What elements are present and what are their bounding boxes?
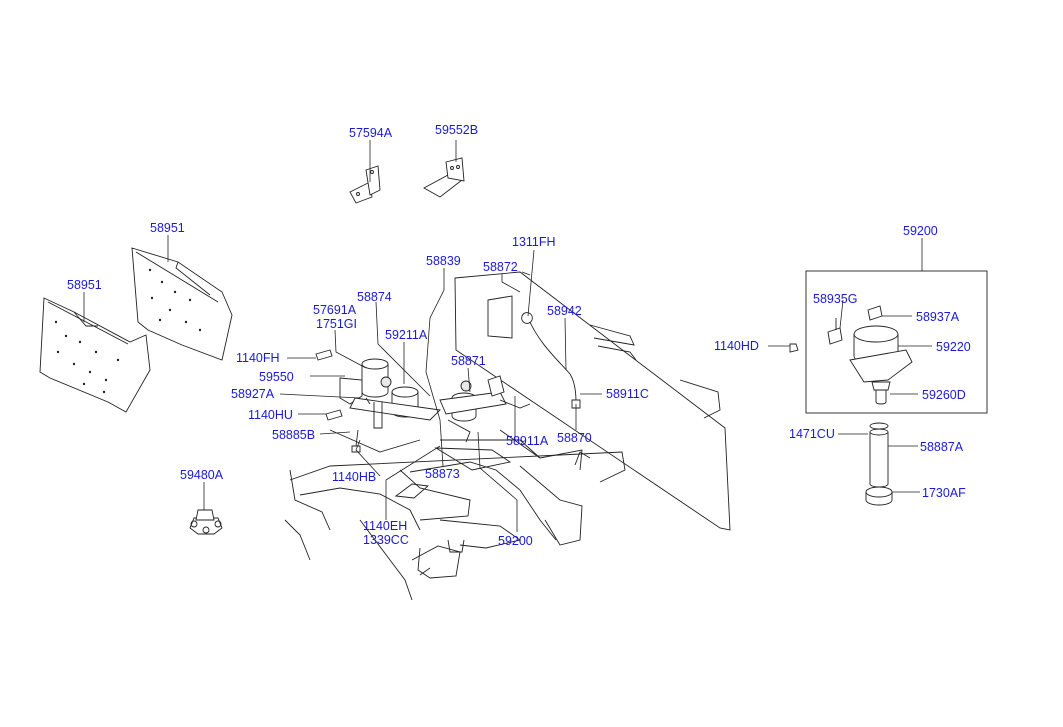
label-1751GI[interactable]: 1751GI [316, 317, 357, 331]
label-59211A[interactable]: 59211A [385, 328, 428, 342]
label-59480A[interactable]: 59480A [180, 468, 224, 482]
bulkhead-panel-drawing [454, 271, 731, 531]
bracket-57594A-drawing [349, 165, 381, 204]
label-59550[interactable]: 59550 [259, 370, 294, 384]
label-58942[interactable]: 58942 [547, 304, 582, 318]
label-58927A[interactable]: 58927A [231, 387, 275, 401]
label-58911A[interactable]: 58911A [506, 434, 549, 448]
part-59480A-drawing [189, 509, 223, 535]
leader-lines [83, 140, 932, 532]
reservoir-assy-box-drawing [789, 270, 988, 414]
label-58871[interactable]: 58871 [451, 354, 486, 368]
label-1140HB[interactable]: 1140HB [332, 470, 376, 484]
label-57594A[interactable]: 57594A [349, 126, 393, 140]
label-1140HD[interactable]: 1140HD [714, 339, 759, 353]
label-58839[interactable]: 58839 [426, 254, 461, 268]
chassis-frame-drawing [284, 324, 721, 601]
label-59200-box[interactable]: 59200 [903, 224, 938, 238]
label-58937A[interactable]: 58937A [916, 310, 960, 324]
part-labels: 57594A 59552B 58951 58951 1311FH 58839 5… [67, 123, 971, 548]
cable-58942-drawing [521, 312, 581, 409]
label-58935G[interactable]: 58935G [813, 292, 857, 306]
label-58887A[interactable]: 58887A [920, 440, 964, 454]
label-58870[interactable]: 58870 [557, 431, 592, 445]
label-57691A[interactable]: 57691A [313, 303, 357, 317]
label-59260D[interactable]: 59260D [922, 388, 966, 402]
label-59220[interactable]: 59220 [936, 340, 971, 354]
label-1140EH[interactable]: 1140EH [363, 519, 407, 533]
label-1471CU[interactable]: 1471CU [789, 427, 835, 441]
label-58885B[interactable]: 58885B [272, 428, 315, 442]
label-58951-front[interactable]: 58951 [67, 278, 102, 292]
cylinder-assy-drawing [315, 349, 441, 453]
cylinder-58887A-drawing [865, 422, 893, 506]
label-58911C[interactable]: 58911C [606, 387, 649, 401]
label-58873[interactable]: 58873 [425, 467, 460, 481]
label-59552B[interactable]: 59552B [435, 123, 478, 137]
valve-assy-drawing [439, 375, 531, 443]
label-1140FH[interactable]: 1140FH [236, 351, 280, 365]
label-1730AF[interactable]: 1730AF [922, 486, 966, 500]
label-58874[interactable]: 58874 [357, 290, 392, 304]
label-1311FH[interactable]: 1311FH [512, 235, 556, 249]
bracket-59552B-drawing [423, 157, 465, 198]
label-1339CC[interactable]: 1339CC [363, 533, 409, 547]
panel-58951-rear-drawing [131, 247, 233, 361]
panel-58951-front-drawing [39, 297, 151, 413]
label-58872[interactable]: 58872 [483, 260, 518, 274]
label-59200-center[interactable]: 59200 [498, 534, 533, 548]
label-1140HU[interactable]: 1140HU [248, 408, 293, 422]
label-58951-rear[interactable]: 58951 [150, 221, 185, 235]
